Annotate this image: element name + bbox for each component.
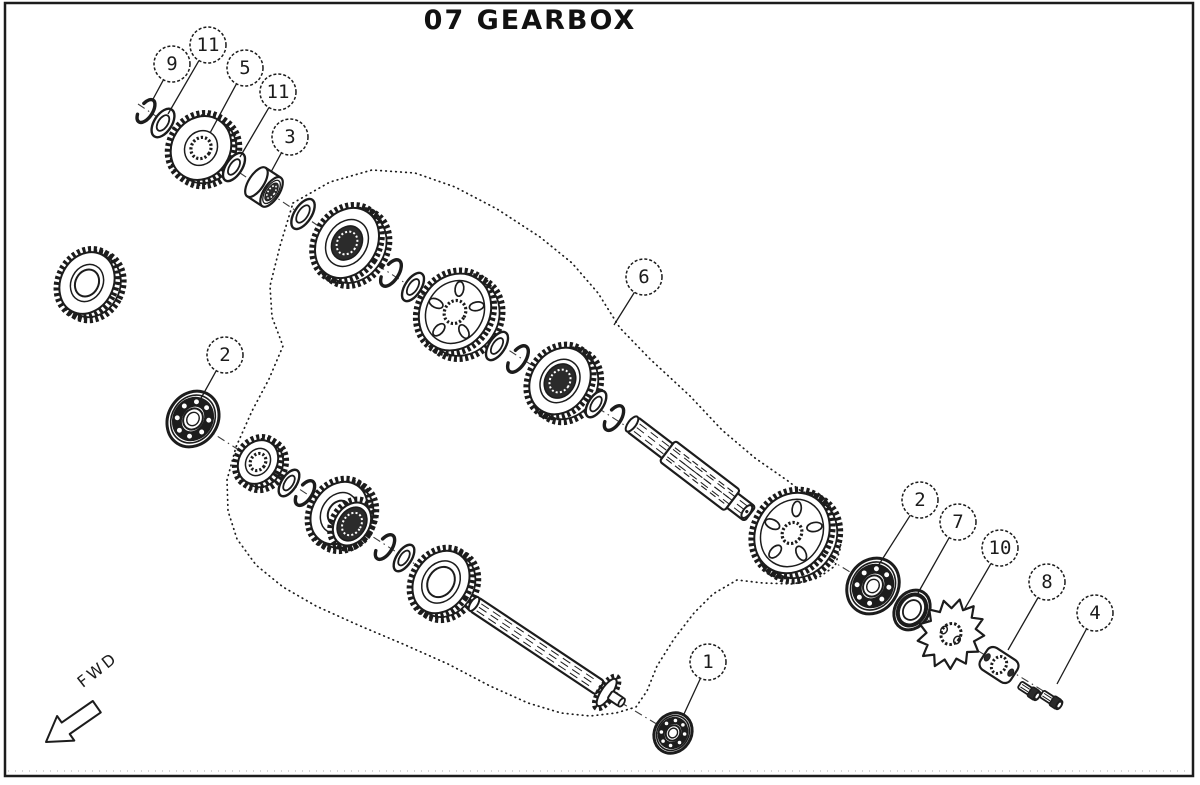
part-sprocket-retainer-8 (978, 645, 1020, 685)
callout-leader-line (877, 514, 911, 567)
callout-9-0[interactable]: 9 (151, 45, 191, 102)
page-title: 07 GEARBOX (423, 5, 637, 36)
callout-leader-line (199, 370, 217, 401)
part-kick-idler-gear (53, 246, 127, 324)
part-main-shaft (624, 415, 756, 522)
callout-number: 11 (267, 81, 290, 103)
callout-circle (271, 118, 309, 156)
part-bearing-1 (652, 711, 694, 755)
callout-leader-line (963, 563, 992, 611)
callout-leader-line (167, 60, 200, 115)
part-gear-2nd-counter (231, 434, 290, 494)
part-washer-main-2 (400, 271, 426, 303)
callout-circle (1028, 563, 1066, 601)
callout-circle (1076, 594, 1114, 632)
fwd-indicator: FWD (45, 648, 122, 743)
callout-number: 9 (166, 53, 177, 75)
callout-leader-line (683, 678, 702, 715)
part-thrust-washer-11b (221, 151, 247, 183)
callout-7-8[interactable]: 7 (917, 503, 977, 594)
callout-number: 8 (1041, 571, 1052, 593)
callout-circle (226, 49, 264, 87)
callout-circle (206, 336, 244, 374)
callout-leader-line (1056, 628, 1088, 685)
part-cluster-gear-front (327, 496, 377, 552)
callout-5-2[interactable]: 5 (209, 49, 264, 134)
callout-10-9[interactable]: 10 (963, 529, 1019, 611)
part-thrust-washer-11a (150, 107, 176, 139)
part-gear-3rd-main (412, 267, 506, 363)
part-gear-3rd-counter (406, 544, 482, 624)
shaft-axis-line (797, 539, 1059, 701)
callout-number: 5 (239, 57, 250, 79)
callout-leader-line (209, 83, 238, 134)
callout-number: 2 (914, 489, 925, 511)
part-bearing-2-left (165, 389, 221, 449)
callout-4-11[interactable]: 4 (1056, 594, 1114, 685)
part-circlip-main-3 (602, 403, 626, 433)
part-washer-main-3 (484, 330, 510, 362)
part-front-sprocket-10 (916, 598, 986, 670)
callout-circle (625, 258, 663, 296)
fwd-label: FWD (74, 648, 122, 692)
part-gear-5 (164, 109, 243, 190)
fwd-arrow-icon (45, 700, 102, 743)
callout-number: 6 (638, 266, 649, 288)
callout-number: 3 (284, 126, 295, 148)
callout-11-1[interactable]: 11 (167, 26, 227, 115)
callout-number: 2 (219, 344, 230, 366)
part-bearing-2-right (845, 556, 901, 616)
callout-8-10[interactable]: 8 (1007, 563, 1066, 651)
shaft-axis-line (619, 701, 661, 727)
part-bolt-4a (1017, 681, 1042, 702)
callout-2-5[interactable]: 2 (199, 336, 244, 401)
callout-leader-line (917, 537, 950, 594)
callout-circle (981, 529, 1019, 567)
part-circlip-counter-2 (373, 532, 397, 562)
part-dog-gear-4th (309, 201, 393, 289)
assembly-outline-dotted (226, 169, 842, 717)
part-input-shaft (467, 596, 626, 712)
callout-number: 10 (989, 537, 1012, 559)
callout-circle (901, 481, 939, 519)
callout-leader-line (1007, 597, 1039, 651)
callout-6-6[interactable]: 6 (613, 258, 663, 326)
callout-leader-line (239, 107, 270, 158)
part-washer-counter-1 (277, 468, 301, 498)
callout-leader-line (270, 152, 282, 173)
part-collar-7 (892, 588, 932, 632)
callout-1-12[interactable]: 1 (683, 643, 727, 715)
part-needle-bearing-3 (244, 166, 284, 208)
callout-leader-line (151, 79, 165, 102)
part-dog-gear-5th (523, 341, 605, 426)
callout-3-4[interactable]: 3 (270, 118, 309, 173)
part-circlip-main-1 (378, 258, 404, 288)
callout-11-3[interactable]: 11 (239, 73, 297, 158)
callout-number: 11 (197, 34, 220, 56)
part-washer-main-1 (290, 197, 316, 231)
part-bolt-4b (1039, 690, 1064, 711)
callout-circle (689, 643, 727, 681)
callout-circle (189, 26, 227, 64)
callout-circle (259, 73, 297, 111)
part-final-drive-gear (748, 486, 844, 585)
callout-circle (939, 503, 977, 541)
callout-leader-line (613, 291, 636, 326)
part-circlip-counter-1 (293, 478, 317, 508)
part-circlip-main-2 (505, 344, 531, 374)
page-border (3, 1, 1195, 778)
callout-number: 7 (952, 511, 963, 533)
callout-circle (153, 45, 191, 83)
part-washer-main-4 (584, 389, 608, 419)
callout-number: 4 (1089, 602, 1100, 624)
callout-2-7[interactable]: 2 (877, 481, 939, 567)
callout-number: 1 (702, 651, 713, 673)
part-washer-counter-2 (392, 543, 416, 573)
